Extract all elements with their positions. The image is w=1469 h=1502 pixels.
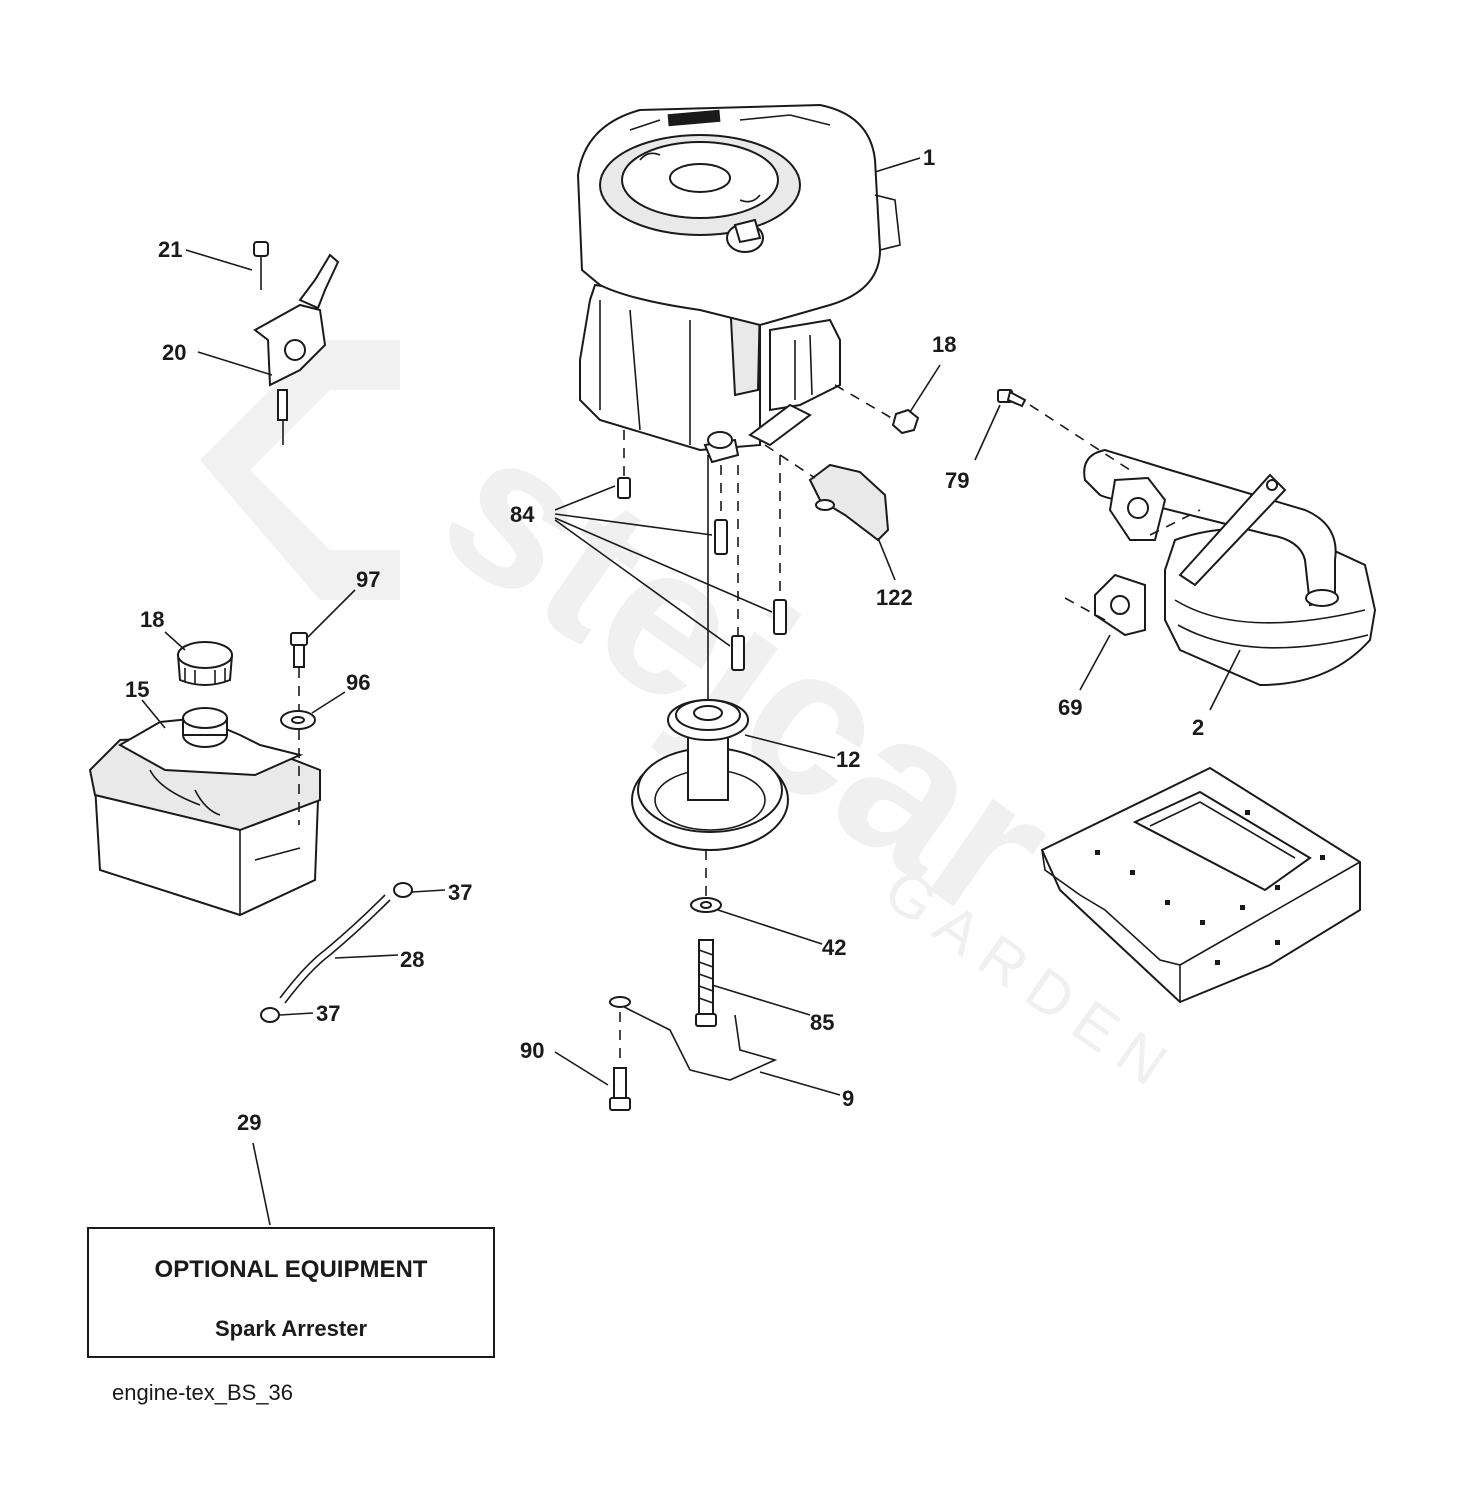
engine	[576, 103, 901, 464]
bolt-79	[997, 389, 1027, 408]
leader-29	[252, 1142, 271, 1226]
callout-20: 20	[162, 340, 186, 365]
throttle-control-20	[253, 253, 340, 445]
leader-2	[1209, 649, 1241, 711]
optional-equipment-box: OPTIONAL EQUIPMENT Spark Arrester	[87, 1227, 495, 1358]
callout-69: 69	[1058, 695, 1082, 720]
callout-42: 42	[822, 935, 846, 960]
callout-45: 18	[932, 332, 956, 357]
leader-79	[974, 404, 1001, 461]
washer-96	[280, 710, 316, 730]
callout-1: 1	[923, 145, 935, 170]
washer-42	[690, 897, 722, 913]
leader-84c	[554, 517, 773, 613]
leader-84b	[554, 513, 713, 536]
leader-28	[334, 954, 399, 959]
callout-97: 97	[356, 567, 380, 592]
callout-29: 29	[237, 1110, 261, 1135]
muffler	[1083, 448, 1377, 687]
callout-90: 90	[520, 1038, 544, 1063]
leader-37b	[279, 1012, 314, 1016]
leader-69	[1079, 634, 1111, 691]
callout-85: 85	[810, 1010, 834, 1035]
pulley-12	[631, 455, 789, 851]
callout-18: 18	[140, 607, 164, 632]
watermark-logo	[200, 340, 400, 600]
leader-90	[554, 1051, 609, 1086]
leader-122	[877, 537, 896, 581]
nut-45	[891, 408, 920, 435]
leader-12	[744, 734, 836, 759]
bolt-90	[609, 1067, 631, 1111]
bracket-9	[609, 996, 778, 1081]
callout-28: 28	[400, 947, 424, 972]
fuel-line-28	[279, 894, 391, 1004]
drawing-reference: engine-tex_BS_36	[112, 1380, 294, 1405]
leader-1	[874, 157, 921, 173]
leader-9	[759, 1071, 841, 1096]
callout-12: 12	[836, 747, 860, 772]
gasket-69	[1094, 573, 1146, 637]
callout-84: 84	[510, 502, 535, 527]
leader-20	[197, 351, 273, 376]
leader-84a	[554, 485, 616, 511]
leader-85	[711, 984, 811, 1016]
clamp-37-top	[393, 882, 413, 898]
bolt-85	[695, 939, 717, 1027]
callout-15: 15	[125, 677, 149, 702]
optional-equipment-subtitle: Spark Arrester	[214, 1316, 368, 1341]
callout-122: 122	[876, 585, 913, 610]
callout-79: 79	[945, 468, 969, 493]
callout-9: 9	[842, 1086, 854, 1111]
callout-37a: 37	[448, 880, 472, 905]
leader-42	[717, 909, 823, 945]
leader-21	[185, 249, 253, 271]
leader-15	[141, 699, 166, 729]
leader-37a	[411, 889, 446, 893]
fuel-tank-15	[88, 707, 321, 917]
leader-97	[307, 589, 356, 638]
callout-96: 96	[346, 670, 370, 695]
heat-shield-122	[808, 463, 890, 542]
bolts-84	[617, 477, 787, 671]
watermark-brand: stejcar	[404, 384, 1093, 965]
leader-84d	[554, 519, 731, 647]
callout-2: 2	[1192, 715, 1204, 740]
engine-mount-plate	[1040, 766, 1361, 1004]
leader-96	[311, 691, 346, 714]
callout-21: 21	[158, 237, 182, 262]
bolt-97	[290, 632, 308, 668]
callout-37b: 37	[316, 1001, 340, 1026]
screw-21	[253, 241, 269, 290]
optional-equipment-title: OPTIONAL EQUIPMENT	[154, 1256, 428, 1283]
leader-18	[164, 631, 186, 651]
leader-45	[909, 364, 941, 413]
clamp-37-bottom	[260, 1007, 280, 1023]
fuel-cap-18	[176, 641, 234, 686]
